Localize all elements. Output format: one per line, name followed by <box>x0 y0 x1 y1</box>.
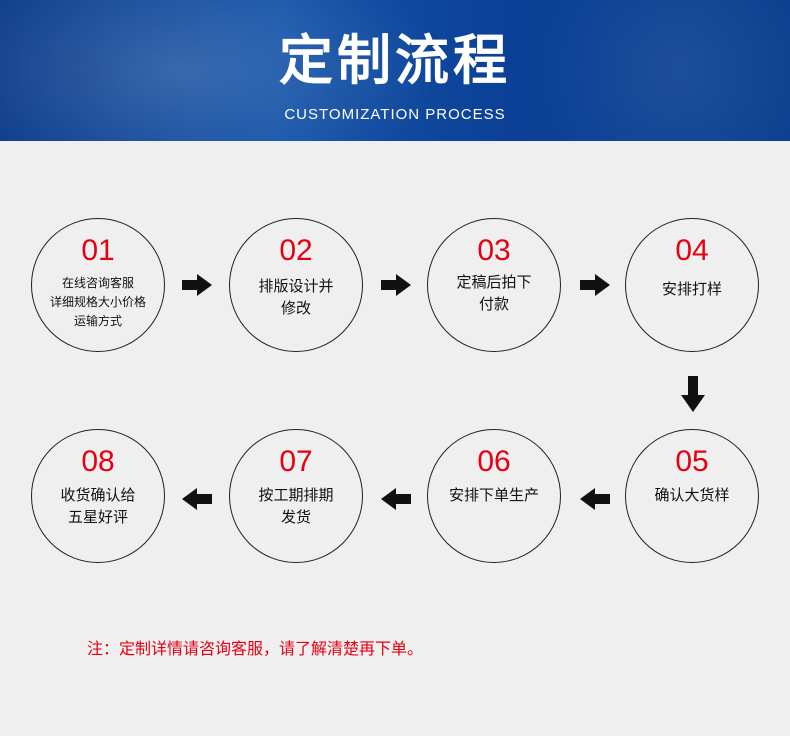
step-label: 按工期排期 发货 <box>258 486 334 526</box>
step-label: 安排打样 <box>661 280 722 298</box>
arrow-left-icon <box>182 488 212 510</box>
step-number: 03 <box>477 234 511 267</box>
page-header: 定制流程 CUSTOMIZATION PROCESS <box>0 0 790 141</box>
step-05: 05 确认大货样 <box>625 429 759 563</box>
step-02: 02 排版设计并 修改 <box>229 218 363 352</box>
step-number: 07 <box>279 445 313 478</box>
step-07: 07 按工期排期 发货 <box>229 429 363 563</box>
step-number: 04 <box>675 234 709 267</box>
step-number: 06 <box>477 445 511 478</box>
arrow-right-icon <box>381 274 411 296</box>
arrow-right-icon <box>580 274 610 296</box>
step-08: 08 收货确认给 五星好评 <box>31 429 165 563</box>
arrow-down-icon <box>681 376 705 412</box>
step-label: 定稿后拍下 付款 <box>456 273 532 313</box>
step-number: 08 <box>81 445 115 478</box>
step-label: 排版设计并 修改 <box>258 277 334 317</box>
footer-note: 注：定制详情请咨询客服，请了解清楚再下单。 <box>87 639 424 658</box>
step-label: 在线咨询客服 详细规格大小价格 运输方式 <box>49 276 146 328</box>
step-number: 01 <box>81 234 115 267</box>
arrow-left-icon <box>381 488 411 510</box>
step-label: 确认大货样 <box>654 486 730 504</box>
step-04: 04 安排打样 <box>625 218 759 352</box>
step-label: 收货确认给 五星好评 <box>60 486 136 526</box>
page-subtitle: CUSTOMIZATION PROCESS <box>284 106 506 123</box>
arrow-right-icon <box>182 274 212 296</box>
step-03: 03 定稿后拍下 付款 <box>427 218 561 352</box>
step-01: 01 在线咨询客服 详细规格大小价格 运输方式 <box>31 218 165 352</box>
arrow-left-icon <box>580 488 610 510</box>
page-title: 定制流程 <box>279 29 511 92</box>
step-number: 05 <box>675 445 709 478</box>
step-06: 06 安排下单生产 <box>427 429 561 563</box>
step-label: 安排下单生产 <box>448 486 539 504</box>
step-number: 02 <box>279 234 313 267</box>
